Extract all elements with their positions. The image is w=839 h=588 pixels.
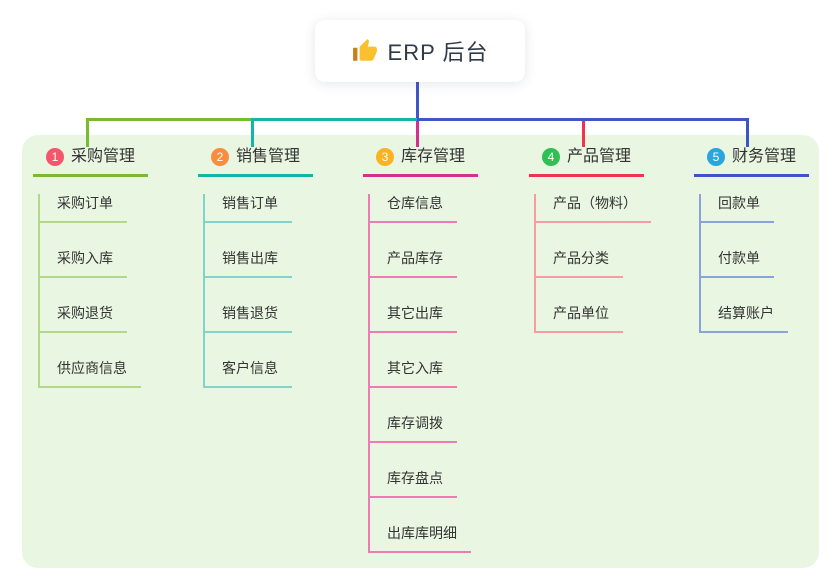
branch-number-badge: 1 (46, 148, 64, 166)
connector-drop-product (582, 121, 585, 147)
branch-title: 库存管理 (401, 148, 466, 165)
connector-drop-sales (251, 118, 254, 147)
node-purchase-order[interactable]: 采购订单 (40, 194, 127, 223)
node-product-unit[interactable]: 产品单位 (536, 304, 623, 333)
branch-number-badge: 5 (707, 148, 725, 166)
root-title: ERP 后台 (387, 40, 489, 65)
branch-header-finance[interactable]: 5 财务管理 (694, 147, 809, 177)
connector-drop-purchase (86, 118, 89, 147)
branch-header-inventory[interactable]: 3 库存管理 (363, 147, 478, 177)
node-warehouse-info[interactable]: 仓库信息 (370, 194, 457, 223)
branch-finance: 5 财务管理 回款单 付款单 结算账户 (694, 147, 839, 333)
connector-drop-inventory (416, 121, 419, 147)
branch-number-badge: 2 (211, 148, 229, 166)
node-sales-outbound[interactable]: 销售出库 (205, 249, 292, 278)
connector-bus-green (86, 118, 253, 121)
node-payment-order[interactable]: 付款单 (701, 249, 774, 278)
branch-children: 采购订单 采购入库 采购退货 供应商信息 (38, 194, 183, 388)
node-product-material[interactable]: 产品（物料） (536, 194, 651, 223)
branch-title: 采购管理 (71, 148, 136, 165)
node-supplier-info[interactable]: 供应商信息 (40, 359, 141, 388)
connector-bus-teal (251, 118, 418, 121)
node-sales-return[interactable]: 销售退货 (205, 304, 292, 333)
node-other-outbound[interactable]: 其它出库 (370, 304, 457, 333)
node-outbound-detail[interactable]: 出库库明细 (370, 524, 471, 553)
node-sales-order[interactable]: 销售订单 (205, 194, 292, 223)
node-product-category[interactable]: 产品分类 (536, 249, 623, 278)
branch-children: 回款单 付款单 结算账户 (699, 194, 839, 333)
branch-product: 4 产品管理 产品（物料） 产品分类 产品单位 (529, 147, 679, 333)
node-stock-transfer[interactable]: 库存调拨 (370, 414, 457, 443)
branch-purchase: 1 采购管理 采购订单 采购入库 采购退货 供应商信息 (33, 147, 183, 388)
node-product-stock[interactable]: 产品库存 (370, 249, 457, 278)
node-customer-info[interactable]: 客户信息 (205, 359, 292, 388)
node-stock-check[interactable]: 库存盘点 (370, 469, 457, 498)
branch-title: 产品管理 (567, 148, 632, 165)
node-other-inbound[interactable]: 其它入库 (370, 359, 457, 388)
node-settlement-account[interactable]: 结算账户 (701, 304, 788, 333)
node-receipt-order[interactable]: 回款单 (701, 194, 774, 223)
branch-title: 销售管理 (236, 148, 301, 165)
branch-header-purchase[interactable]: 1 采购管理 (33, 147, 148, 177)
connector-root-vertical (416, 82, 419, 121)
root-node[interactable]: ERP 后台 (315, 20, 525, 82)
branch-children: 仓库信息 产品库存 其它出库 其它入库 库存调拨 库存盘点 出库库明细 (368, 194, 513, 553)
branch-number-badge: 4 (542, 148, 560, 166)
branches-panel (22, 135, 819, 568)
branch-number-badge: 3 (376, 148, 394, 166)
branch-header-sales[interactable]: 2 销售管理 (198, 147, 313, 177)
branch-title: 财务管理 (732, 148, 797, 165)
thumbs-up-icon (352, 38, 378, 64)
branch-children: 产品（物料） 产品分类 产品单位 (534, 194, 679, 333)
connector-drop-finance (746, 118, 749, 147)
branch-sales: 2 销售管理 销售订单 销售出库 销售退货 客户信息 (198, 147, 348, 388)
branch-children: 销售订单 销售出库 销售退货 客户信息 (203, 194, 348, 388)
node-purchase-inbound[interactable]: 采购入库 (40, 249, 127, 278)
branch-header-product[interactable]: 4 产品管理 (529, 147, 644, 177)
node-purchase-return[interactable]: 采购退货 (40, 304, 127, 333)
connector-bus-blue (417, 118, 749, 121)
branch-inventory: 3 库存管理 仓库信息 产品库存 其它出库 其它入库 库存调拨 库存盘点 出库库… (363, 147, 513, 553)
